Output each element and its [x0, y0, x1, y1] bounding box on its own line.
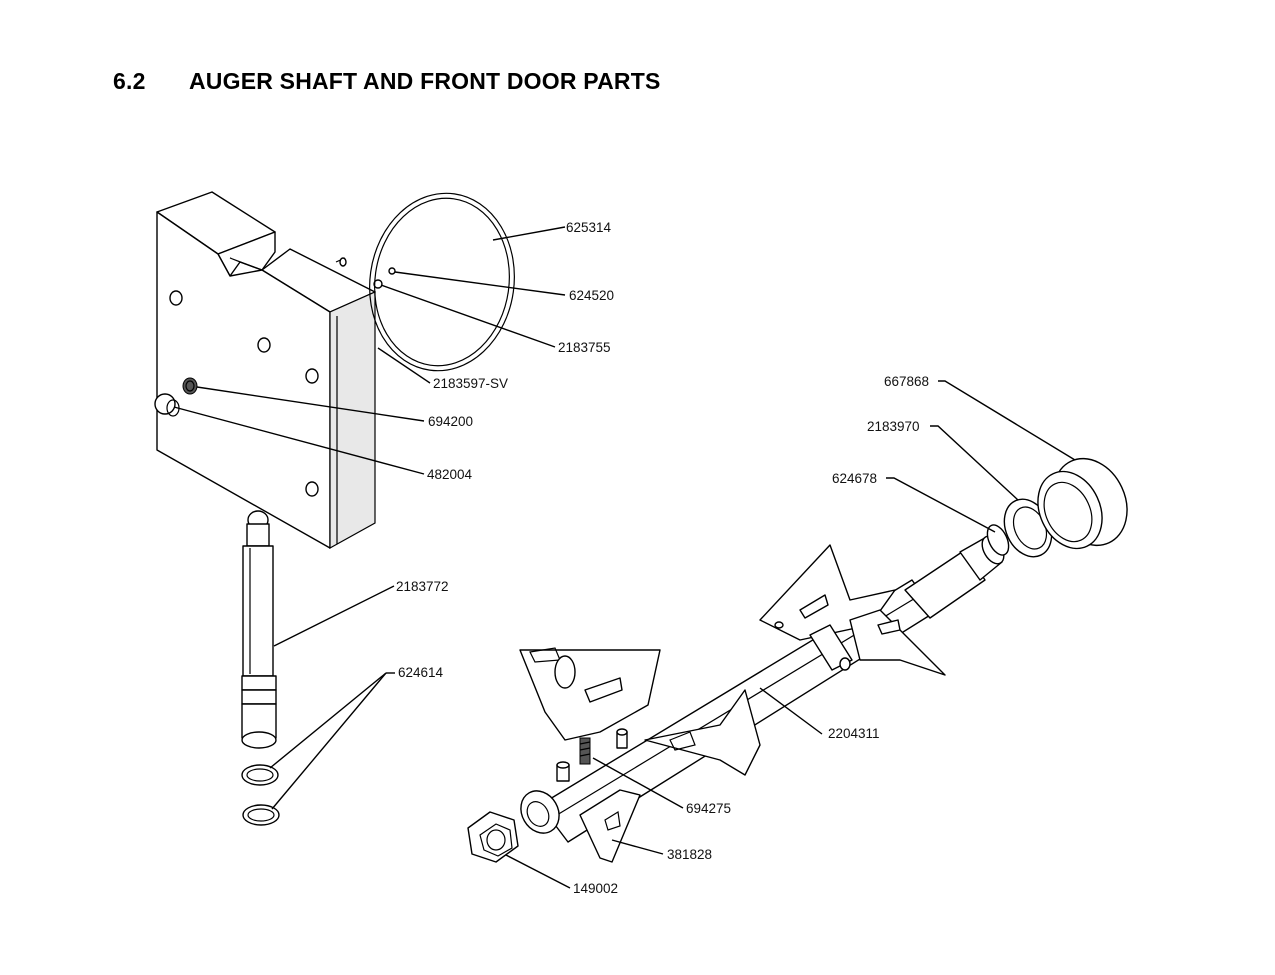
part-label-2204311: 2204311: [828, 726, 880, 741]
part-labels: 625314 624520 2183755 2183597-SV 694200 …: [396, 220, 929, 896]
part-label-381828: 381828: [667, 847, 712, 862]
part-label-2183597-sv: 2183597-SV: [433, 376, 508, 391]
part-label-2183755: 2183755: [558, 340, 611, 355]
part-label-624678: 624678: [832, 471, 877, 486]
leader-lines: [173, 226, 1076, 889]
part-label-482004: 482004: [427, 467, 473, 482]
nut-drawing: [467, 811, 519, 863]
part-label-694200: 694200: [428, 414, 473, 429]
gasket-drawing: [369, 192, 515, 372]
part-label-149002: 149002: [573, 881, 618, 896]
section-title: AUGER SHAFT AND FRONT DOOR PARTS: [189, 68, 661, 94]
part-label-667868: 667868: [884, 374, 929, 389]
part-label-2183970: 2183970: [867, 419, 920, 434]
o-rings-drawing: [241, 764, 280, 826]
part-label-694275: 694275: [686, 801, 731, 816]
section-number: 6.2: [113, 68, 146, 94]
auger-assembly-drawing: [519, 534, 1005, 863]
part-label-624520: 624520: [569, 288, 614, 303]
front-door-drawing: [154, 191, 383, 550]
part-label-625314: 625314: [566, 220, 612, 235]
rear-seal-drawing: [986, 457, 1128, 558]
part-label-624614: 624614: [398, 665, 444, 680]
part-label-2183772: 2183772: [396, 579, 449, 594]
shaft-drawing: [241, 510, 277, 749]
